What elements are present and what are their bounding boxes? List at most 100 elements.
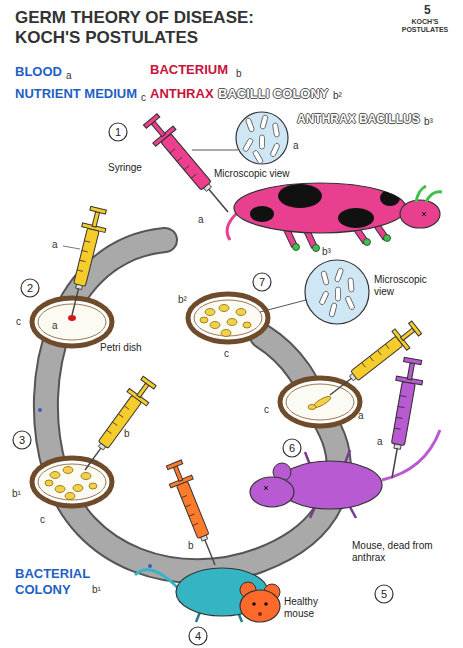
illustration-part [189,627,207,645]
illustration-part [45,467,97,500]
illustration-part [75,374,159,477]
illustration-part [242,115,280,165]
illustration-part [252,602,256,606]
callout-number: 4 [189,629,207,643]
part-letter: b [236,68,242,80]
illustration-part [200,317,208,323]
petri-dish [32,458,112,506]
illustration-part [243,322,251,328]
illustration-part [384,235,391,242]
leader-line [63,246,80,249]
part-letter: b¹ [12,488,21,500]
key-label: BACILLI COLONY [218,86,329,102]
key-label: BLOOD [15,64,62,80]
microscope-view [260,260,369,324]
illustration-part [205,309,215,316]
illustration-part [245,118,254,133]
illustration-part [380,190,400,206]
part-letter: a [358,410,364,422]
part-letter: a [198,214,204,226]
healthy-mouse [135,568,280,622]
illustration-part [336,287,341,301]
illustration-part [305,260,369,324]
illustration-part [400,200,440,228]
illustration-part [163,459,226,570]
callout-number: 6 [283,441,301,455]
illustration-part [38,408,42,412]
illustration-part [188,294,268,342]
part-letter: b [124,428,130,440]
caption-label: Healthy mouse [284,596,334,620]
illustration-part [426,192,442,202]
illustration-part [148,564,152,568]
illustration-part [60,205,110,318]
callout-number: 5 [375,587,393,601]
key-label: ANTHRAX [150,86,214,102]
illustration-part [319,291,329,306]
page-heading: KOCH'S POSTULATES [400,18,450,33]
illustration-part [272,123,279,138]
caption-label: Petri dish [100,342,142,354]
caption-label: Microscopic view [374,274,436,298]
illustration-part [258,612,262,616]
illustration-part [50,472,60,479]
illustration-part [236,309,246,316]
illustration-part [278,184,322,208]
illustration-part [260,300,306,312]
illustration-part [319,268,355,318]
caption-label: Microscopic view [214,168,290,180]
petri-dish [188,294,268,342]
dead-mouse [250,430,440,518]
petri-dish [32,298,112,346]
illustration-part [236,112,288,164]
illustration-part [260,135,265,149]
part-letter: a [52,239,58,251]
illustration-part [89,483,97,489]
illustration-part [73,485,83,492]
part-letter: b¹ [92,584,101,596]
illustration-part [264,602,268,606]
illustration-part [242,138,253,153]
part-letter: c [141,92,146,104]
illustration-part [227,214,236,240]
key-label: NUTRIENT MEDIUM [15,86,137,102]
key-label: BACTERIUM [150,62,228,78]
illustration-part [45,480,53,486]
syringe [60,111,426,570]
part-letter: b [188,540,194,552]
part-letter: c [16,316,21,328]
illustration-part [240,590,280,622]
illustration-part [38,464,106,500]
illustration-part [68,315,76,321]
petri-dish [280,378,360,426]
illustration-part [200,305,251,337]
illustration-part [308,405,316,410]
diagram-title: GERM THEORY OF DISEASE: KOCH'S POSTULATE… [15,8,270,48]
illustration-part [293,235,391,252]
illustration-part [310,507,315,518]
illustration-part [293,244,300,251]
callout-number: 3 [13,433,31,447]
callout-number: 2 [21,281,39,295]
illustration-part [234,183,406,233]
illustration-part [250,206,274,222]
illustration-part [286,384,354,420]
illustration-part [364,239,371,246]
illustration-part [81,473,91,480]
illustration-part [38,304,106,340]
callout-number: 1 [109,125,127,139]
illustration-part [350,507,356,518]
illustration-part [253,273,271,291]
part-letter: c [264,404,269,416]
illustration-part [21,279,39,297]
microscope-view [192,112,288,164]
illustration-part [192,150,238,151]
illustration-part [250,184,400,228]
part-letter: b³ [424,116,433,128]
part-letter: c [40,514,45,526]
caption-label: Syringe [108,162,142,174]
illustration-part [219,305,229,312]
part-letter: b² [333,90,342,102]
page-number: 5 [424,3,431,17]
